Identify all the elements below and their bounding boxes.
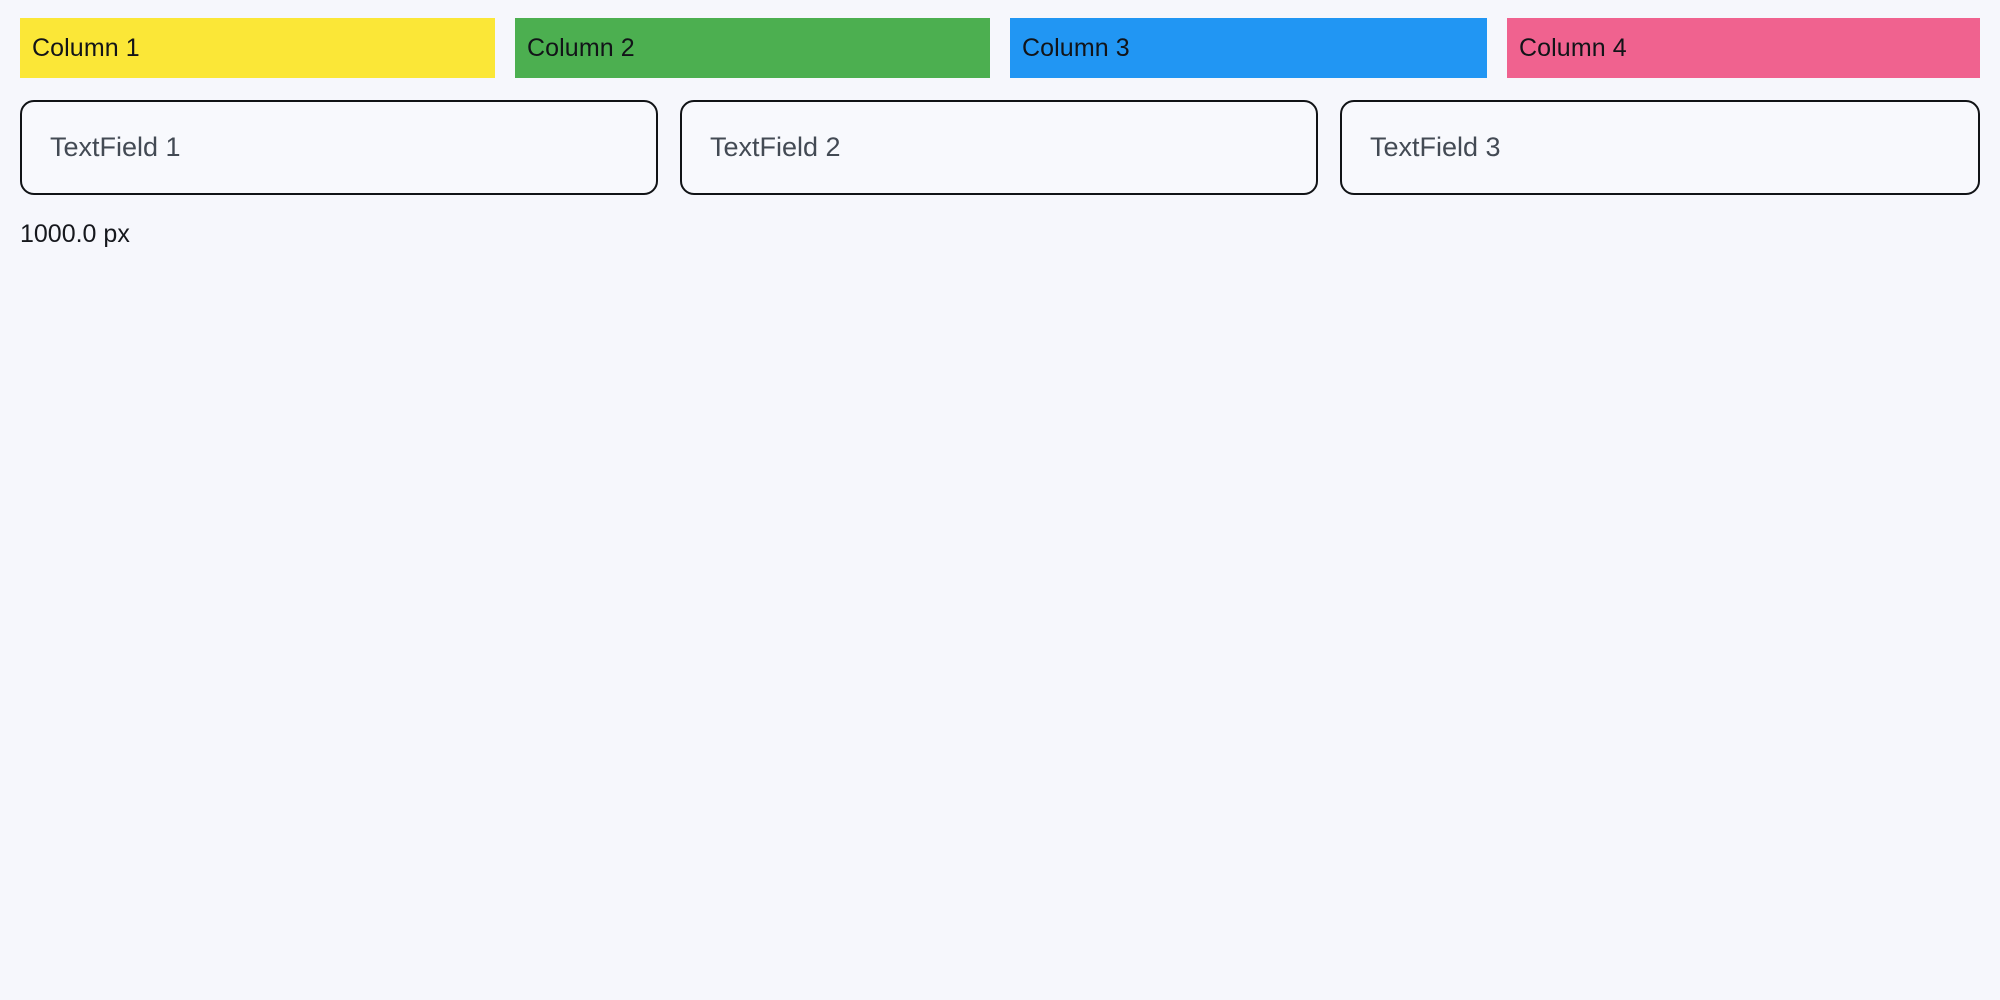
- text-field-1-placeholder: TextField 1: [50, 132, 181, 162]
- column-block-3[interactable]: Column 3: [1010, 18, 1487, 78]
- empty-canvas-area: [0, 260, 2000, 1000]
- column-block-1-label: Column 1: [32, 33, 140, 62]
- text-field-3[interactable]: TextField 3: [1340, 100, 1980, 195]
- text-field-2[interactable]: TextField 2: [680, 100, 1318, 195]
- column-block-2[interactable]: Column 2: [515, 18, 990, 78]
- column-block-4[interactable]: Column 4: [1507, 18, 1980, 78]
- text-field-3-placeholder: TextField 3: [1370, 132, 1501, 162]
- text-fields-row: TextField 1 TextField 2 TextField 3: [0, 100, 2000, 196]
- column-block-4-label: Column 4: [1519, 33, 1627, 62]
- column-block-1[interactable]: Column 1: [20, 18, 495, 78]
- text-field-2-placeholder: TextField 2: [710, 132, 841, 162]
- text-field-1[interactable]: TextField 1: [20, 100, 658, 195]
- column-block-3-label: Column 3: [1022, 33, 1130, 62]
- measurement-label: 1000.0 px: [20, 220, 130, 248]
- column-block-2-label: Column 2: [527, 33, 635, 62]
- columns-row: Column 1 Column 2 Column 3 Column 4: [0, 18, 2000, 78]
